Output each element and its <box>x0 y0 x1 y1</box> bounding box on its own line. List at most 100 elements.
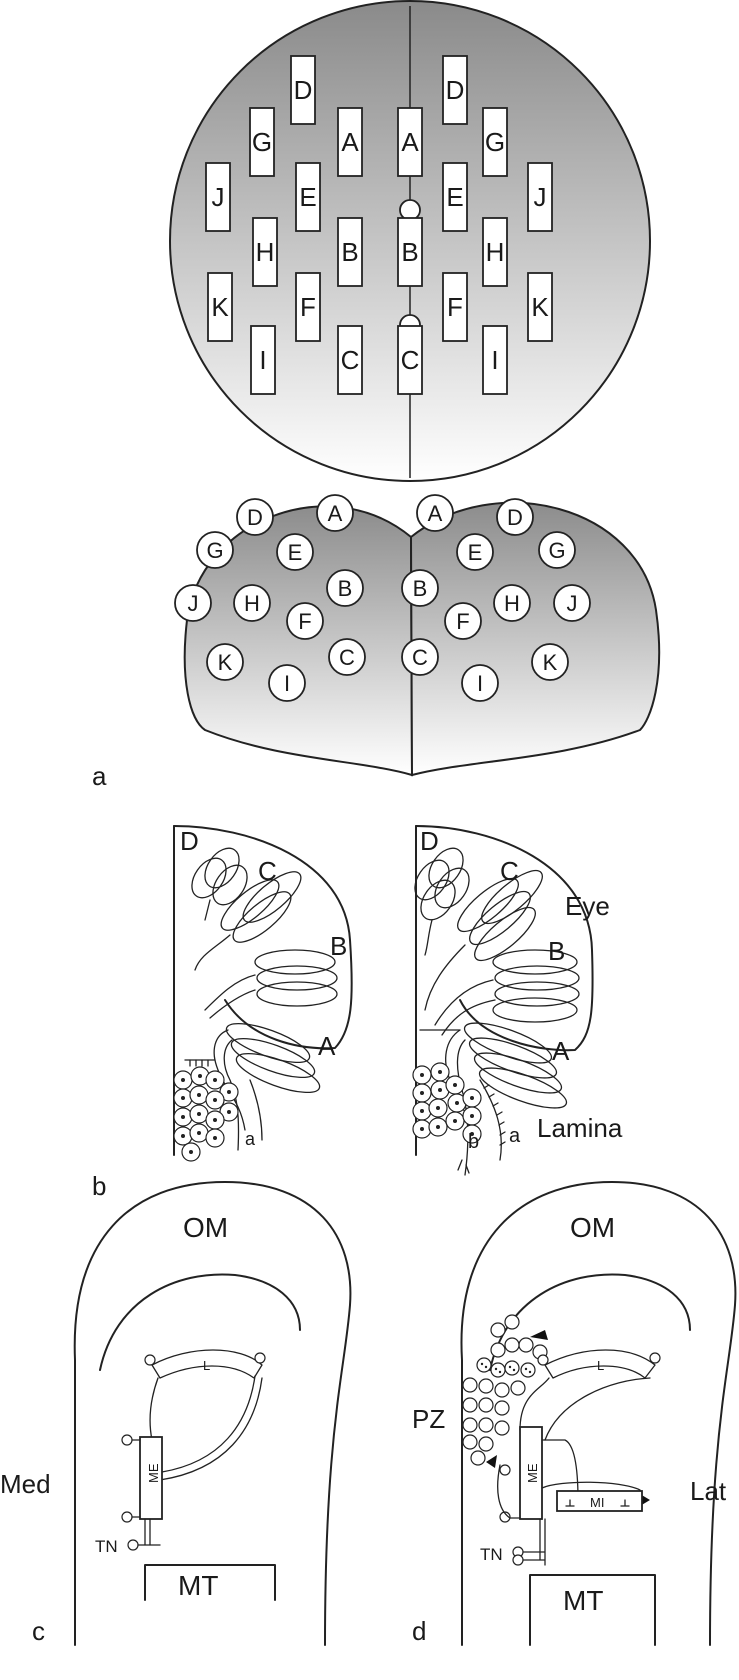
ommatidium-circle-label: K <box>543 650 558 675</box>
ommatidium-circle-bottom-right-1 <box>416 494 454 532</box>
pz-cell-dot <box>494 1367 498 1371</box>
pz-cell <box>510 1380 526 1396</box>
label-a-left: A <box>318 1031 336 1061</box>
ommatidium-circle-bottom-right-7 <box>553 584 591 622</box>
ommatidium-box-label: K <box>531 292 549 322</box>
lamina-cell-nucleus <box>213 1136 217 1140</box>
ommatidium-box-top-left-6 <box>252 217 278 287</box>
eye-outline-left <box>173 825 353 1050</box>
ommatidium-box-label: A <box>401 127 419 157</box>
ommatidium-circle-label: D <box>507 505 523 530</box>
ommatidium-cluster-d-right <box>414 847 470 956</box>
ommatidium-circle-bottom-right-8 <box>444 602 482 640</box>
lamina-l-d <box>544 1349 656 1379</box>
ommatidium-box-top-right-3 <box>482 107 508 177</box>
ommatidium-cluster-c-left <box>194 871 302 971</box>
ommatidium-circle-bottom-left-6 <box>174 584 212 622</box>
pz-cell <box>478 1378 494 1394</box>
ommatidium-cluster-a-left <box>213 1022 321 1151</box>
ommatidium-circle-label: G <box>206 538 223 563</box>
ommatidium-box-top-right-9 <box>527 272 553 342</box>
ommatidium-circle-label: D <box>247 505 263 530</box>
ommatidium-circle-bottom-left-3 <box>196 531 234 569</box>
pz-cell-dot <box>524 1367 528 1371</box>
lamina-cell-nucleus <box>453 1083 457 1087</box>
medulla-me-box-d <box>519 1426 543 1520</box>
ommatidium-circle-bottom-right-2 <box>496 498 534 536</box>
lamina-cell-nucleus <box>213 1078 217 1082</box>
label-om-c: OM <box>183 1212 228 1243</box>
pz-cell <box>494 1382 510 1398</box>
label-mt-c: MT <box>178 1570 218 1601</box>
lamina-cell-nucleus <box>197 1093 201 1097</box>
label-mt-d: MT <box>563 1585 603 1616</box>
ommatidium-circle-bottom-left-11 <box>268 664 306 702</box>
ommatidium-box-label: E <box>446 182 463 212</box>
ommatidium-box-top-left-8 <box>207 272 233 342</box>
ommatidium-cluster-b-right <box>434 949 580 1036</box>
pz-cell <box>490 1322 506 1338</box>
pz-cell <box>462 1434 478 1450</box>
ommatidium-box-top-right-8 <box>442 272 468 342</box>
lamina-cell-nucleus <box>181 1078 185 1082</box>
ommatidium-box-label: F <box>447 292 463 322</box>
ommatidium-box-label: H <box>256 237 275 267</box>
ommatidium-circle-bottom-left-8 <box>286 602 324 640</box>
pz-cell <box>494 1400 510 1416</box>
ommatidium-circle-bottom-right-10 <box>531 643 569 681</box>
ommatidium-circle-bottom-left-5 <box>326 569 364 607</box>
panel-label-c: c <box>32 1616 45 1646</box>
optic-lobe-outer-c <box>73 1181 352 1646</box>
lamina-cell-nucleus <box>420 1073 424 1077</box>
ommatidium-box-label: I <box>491 345 498 375</box>
ommatidium-circle-bottom-right-5 <box>401 569 439 607</box>
pz-cell <box>462 1397 478 1413</box>
lamina-cell-nucleus <box>470 1114 474 1118</box>
pz-cell <box>490 1362 506 1378</box>
ommatidium-cluster-c-right <box>424 869 543 1011</box>
ommatidium-circle-bottom-left-7 <box>233 584 271 622</box>
ommatidium-box-label: C <box>401 345 420 375</box>
lamina-cell-nucleus <box>197 1131 201 1135</box>
lamina-cell-nucleus <box>181 1115 185 1119</box>
ommatidium-box-top-right-6 <box>397 217 423 287</box>
label-small-b-right: b <box>468 1131 479 1153</box>
lamina-cell-nucleus <box>227 1110 231 1114</box>
lamina-cell-nucleus <box>198 1074 202 1078</box>
label-me-d: ME <box>525 1463 540 1483</box>
ommatidium-circle-label: B <box>413 576 428 601</box>
ommatidium-circle-bottom-right-11 <box>461 664 499 702</box>
pz-cell-dot <box>512 1368 516 1372</box>
label-mi: MI <box>590 1495 604 1510</box>
panel-label-d: d <box>412 1616 426 1646</box>
ommatidium-box-label: B <box>341 237 358 267</box>
lamina-cell-nucleus <box>470 1132 474 1136</box>
ommatidium-circle-label: I <box>477 671 483 696</box>
ommatidium-box-top-left-7 <box>337 217 363 287</box>
ommatidium-circle-bottom-left-1 <box>236 498 274 536</box>
ommatidium-circle-bottom-right-6 <box>493 584 531 622</box>
ommatidium-box-top-left-9 <box>295 272 321 342</box>
ommatidium-circle-label: E <box>468 540 483 565</box>
lamina-l-c <box>151 1349 263 1379</box>
pz-cell-dot <box>528 1370 532 1374</box>
pz-cell <box>504 1337 520 1353</box>
lamina-cell-nucleus <box>189 1150 193 1154</box>
pz-cell <box>470 1450 486 1466</box>
label-tn-d: TN <box>480 1545 503 1564</box>
ommatidium-circle-label: A <box>328 501 343 526</box>
panel-c: OM L ME TN MT Med <box>0 1181 352 1646</box>
ommatidium-box-top-right-4 <box>442 162 468 232</box>
label-d-right: D <box>420 826 439 856</box>
ommatidium-box-label: H <box>486 237 505 267</box>
ommatidium-box-top-left-11 <box>337 325 363 395</box>
bottom-shape-right-lobe <box>409 501 661 777</box>
pz-cell <box>494 1420 510 1436</box>
ommatidium-circle-label: J <box>567 591 578 616</box>
ommatidium-box-label: G <box>485 127 505 157</box>
lamina-cell-nucleus <box>438 1070 442 1074</box>
label-c-left: C <box>258 856 277 886</box>
